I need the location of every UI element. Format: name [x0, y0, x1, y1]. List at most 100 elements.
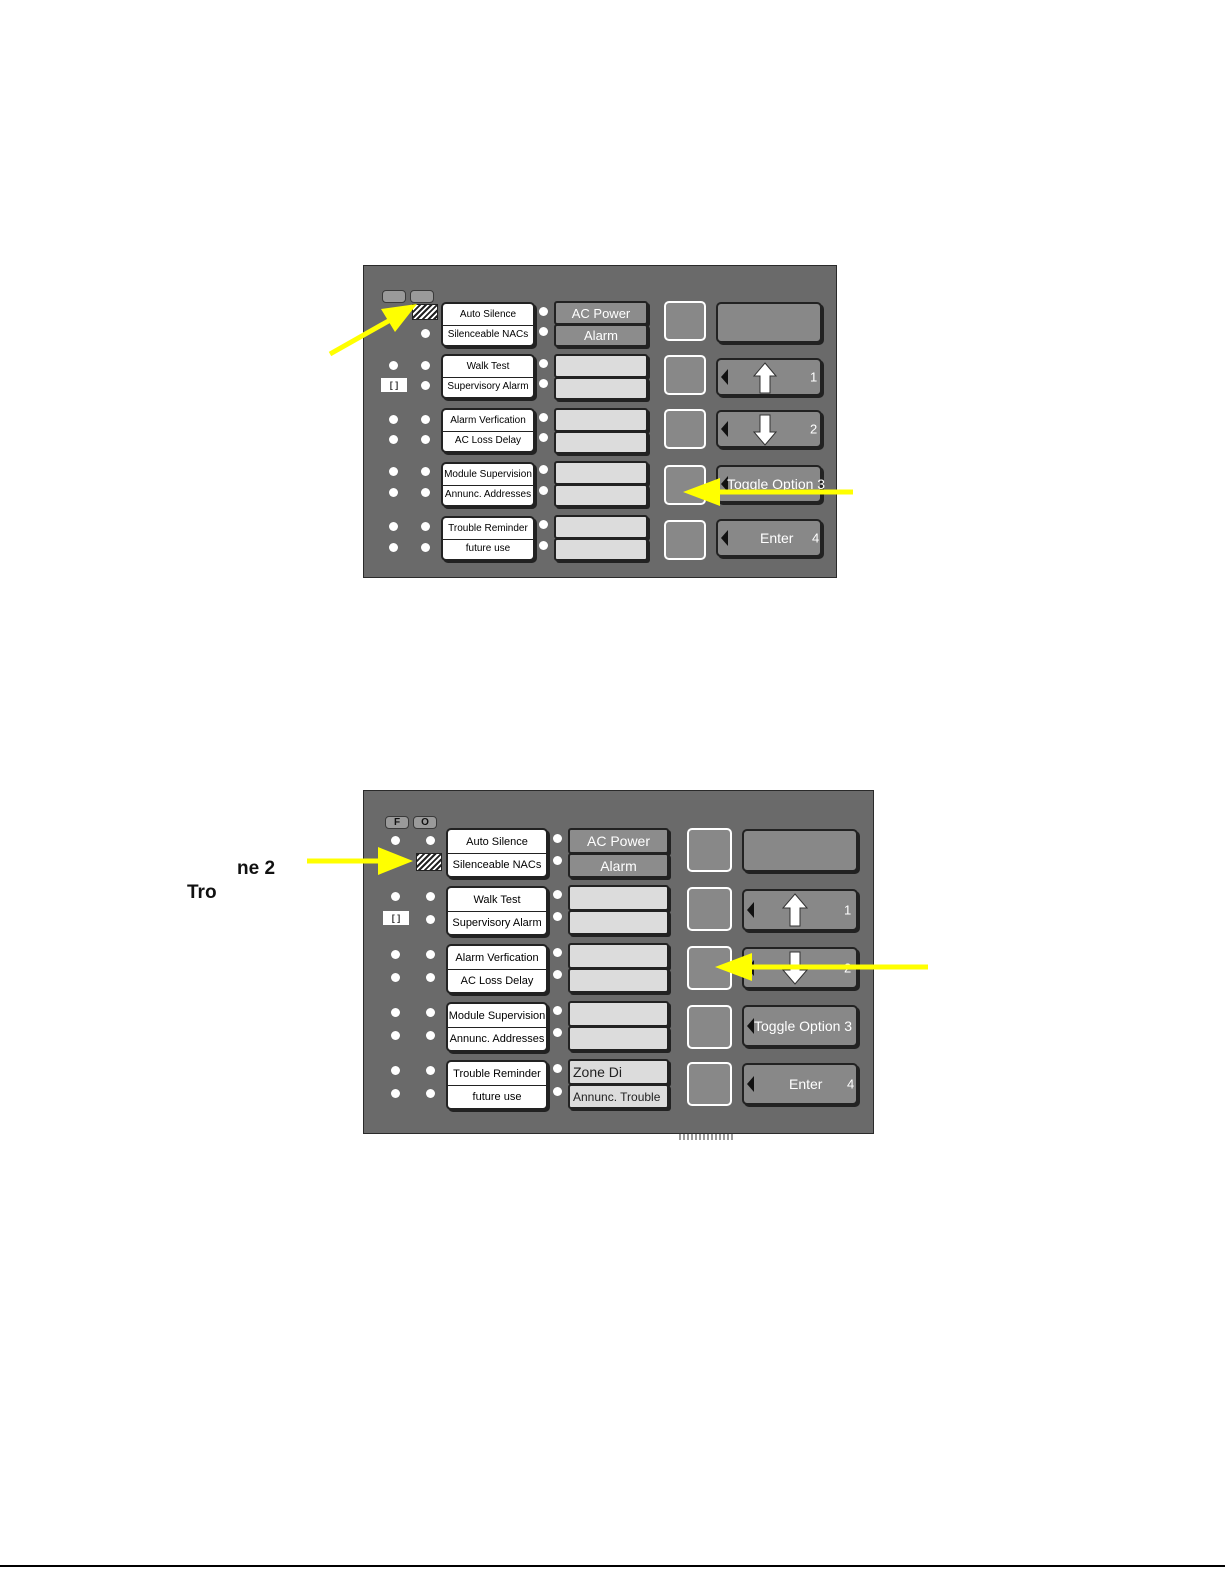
panel2-tab-f: F: [385, 816, 409, 829]
led: [426, 973, 435, 982]
panel1-tab-left: [382, 290, 406, 303]
option-label: Trouble Reminder: [448, 1062, 546, 1086]
option-label: Module Supervision: [448, 1004, 546, 1028]
led: [391, 1008, 400, 1017]
square-button-5[interactable]: [664, 520, 706, 560]
status-label: [554, 408, 648, 432]
square-button-2[interactable]: [687, 887, 732, 931]
option-pair-5: Trouble Reminder future use: [446, 1060, 548, 1110]
left-triangle-icon: [747, 902, 754, 918]
key-label: Toggle Option 3: [727, 476, 826, 492]
led: [553, 1064, 562, 1073]
option-label: Module Supervision: [443, 464, 533, 486]
square-button-1[interactable]: [687, 828, 732, 872]
led: [553, 912, 562, 921]
bracket-indicator: [ ]: [381, 378, 407, 392]
enter-key[interactable]: Enter 4: [716, 519, 822, 557]
status-label: [568, 885, 669, 911]
led: [421, 329, 430, 338]
led: [421, 381, 430, 390]
led: [391, 973, 400, 982]
down-arrow-icon: [753, 414, 777, 446]
square-button-5[interactable]: [687, 1062, 732, 1106]
led: [426, 1066, 435, 1075]
led: [539, 307, 548, 316]
left-triangle-icon: [721, 421, 728, 437]
led: [553, 890, 562, 899]
square-button-3[interactable]: [687, 946, 732, 990]
page-footer-rule: [0, 1565, 1225, 1567]
display-key[interactable]: [716, 302, 822, 343]
led: [389, 435, 398, 444]
key-label: Enter: [760, 530, 794, 546]
status-label: [554, 538, 648, 561]
status-label-zone: Zone Di: [568, 1059, 669, 1085]
square-button-4[interactable]: [687, 1005, 732, 1049]
status-label: [568, 1026, 669, 1051]
led: [539, 433, 548, 442]
option-label: AC Loss Delay: [460, 974, 534, 987]
status-label-alarm: Alarm: [554, 324, 648, 347]
enter-key[interactable]: Enter 4: [742, 1063, 858, 1105]
led: [426, 1089, 435, 1098]
option-label: future use: [465, 543, 511, 555]
led: [553, 1006, 562, 1015]
status-label: [568, 943, 669, 969]
option-pair-1: Auto Silence Silenceable NACs: [446, 828, 548, 878]
down-key[interactable]: 2: [742, 947, 858, 989]
led: [421, 415, 430, 424]
toggle-option-key[interactable]: Toggle Option 3: [742, 1005, 858, 1047]
option-label: future use: [472, 1090, 522, 1103]
led: [391, 1089, 400, 1098]
square-button-4[interactable]: [664, 465, 706, 505]
led: [426, 1031, 435, 1040]
led: [421, 467, 430, 476]
status-label-ac-power: AC Power: [554, 301, 648, 325]
led: [421, 488, 430, 497]
led: [391, 836, 400, 845]
down-key[interactable]: 2: [716, 410, 822, 448]
option-pair-4: Module Supervision Annunc. Addresses: [446, 1002, 548, 1052]
left-triangle-icon: [721, 530, 728, 546]
left-triangle-icon: [747, 960, 754, 976]
option-pair-1: Auto Silence Silenceable NACs: [441, 302, 535, 347]
led: [539, 327, 548, 336]
up-key[interactable]: 1: [716, 358, 822, 396]
led: [553, 948, 562, 957]
up-arrow-icon: [782, 893, 808, 927]
toggle-option-key[interactable]: Toggle Option 3: [716, 465, 826, 503]
option-pair-3: Alarm Verfication AC Loss Delay: [446, 944, 548, 994]
led: [389, 361, 398, 370]
option-label: Supervisory Alarm: [452, 916, 542, 929]
option-label: Silenceable NACs: [447, 329, 529, 341]
led: [391, 892, 400, 901]
led: [553, 834, 562, 843]
led: [421, 435, 430, 444]
option-label: Alarm Verfication: [448, 946, 546, 970]
up-key[interactable]: 1: [742, 889, 858, 931]
led: [426, 950, 435, 959]
square-button-1[interactable]: [664, 301, 706, 341]
tick-marks: [679, 1133, 733, 1140]
display-key[interactable]: [742, 829, 858, 872]
status-label-ac-power: AC Power: [568, 828, 669, 854]
square-button-3[interactable]: [664, 409, 706, 449]
left-triangle-icon: [747, 1076, 754, 1092]
option-label: Trouble Reminder: [443, 518, 533, 540]
option-label: Alarm Verfication: [443, 410, 533, 432]
down-arrow-icon: [782, 951, 808, 985]
side-text-line1: ne 2: [237, 858, 276, 879]
option-pair-4: Module Supervision Annunc. Addresses: [441, 462, 535, 507]
hatched-indicator: [416, 853, 442, 871]
hatched-indicator: [412, 304, 438, 320]
status-label: [554, 515, 648, 539]
key-label: Enter: [789, 1076, 823, 1092]
led: [539, 465, 548, 474]
led: [426, 892, 435, 901]
led: [389, 488, 398, 497]
led: [391, 1066, 400, 1075]
key-number: 2: [844, 960, 852, 976]
square-button-2[interactable]: [664, 355, 706, 395]
led: [426, 1008, 435, 1017]
status-label: [554, 354, 648, 378]
